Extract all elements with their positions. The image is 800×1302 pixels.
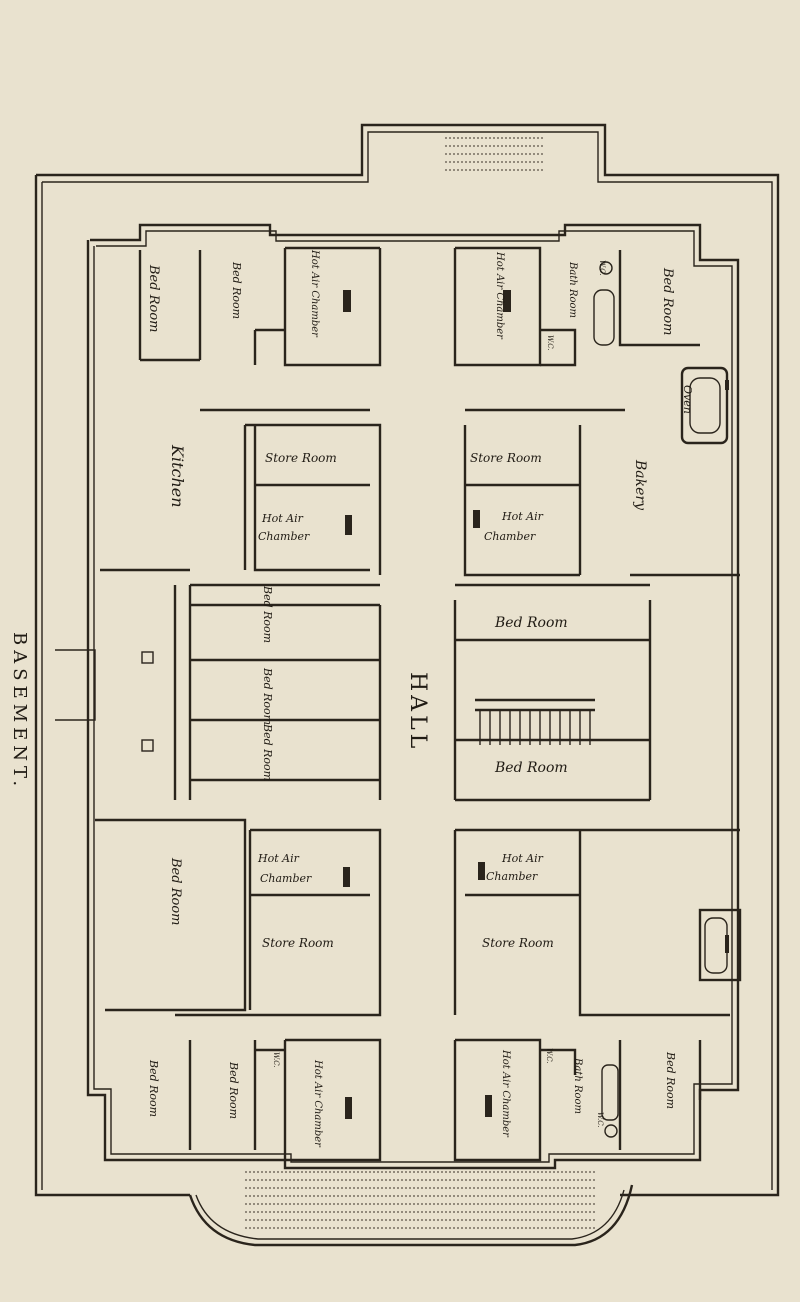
hot-air-chamber-label-bl: Hot Air Chamber [312,1059,323,1148]
hot-air-chamber-label-br: Hot Air Chamber [500,1049,511,1138]
bed-room-label-tr: Bed Room [660,267,675,335]
plan-title: BASEMENT. [9,632,30,791]
bed-room-label-bl2: Bed Room [227,1061,240,1119]
bed-room-label-m3: Bed Room [261,723,274,781]
bed-room-label-tl1: Bed Room [146,264,161,332]
oven-label: Oven [681,385,694,414]
wc-label-br1: W.C. [545,1048,553,1064]
bed-room-label-r2: Bed Room [494,760,568,776]
building-outline [86,223,740,1170]
store-room-label-l1: Store Room [265,451,337,465]
bath-room-label-br: Bath Room [572,1057,583,1114]
hall-label: HALL [405,672,430,752]
store-room-label-r1: Store Room [470,451,542,465]
bed-room-label-br: Bed Room [664,1051,677,1109]
wc-label-bl: W.C. [272,1052,280,1068]
store-room-label-r2: Store Room [482,936,554,950]
bed-room-label-tl2: Bed Room [230,261,243,319]
hot-air-label-r2: Hot Air [501,852,544,865]
bed-room-label-m2: Bed Room [261,667,274,725]
bed-room-label-bl1: Bed Room [147,1059,160,1117]
room-labels: BASEMENT. HALL Bed Room Bed Room Hot Air… [9,249,694,1148]
store-room-label-l2: Store Room [262,936,334,950]
bed-room-label-m1: Bed Room [261,585,274,643]
hot-air-label-l1: Hot Air [261,512,304,525]
hot-air-label-l2: Hot Air [257,852,300,865]
hot-air-chamber-label-tr: Hot Air Chamber [494,251,505,340]
hot-air-label-r1: Hot Air [501,510,544,523]
outer-boundary [34,123,780,1247]
flue-blocks [343,290,729,1119]
wc-label-tr1: W.C. [598,260,606,276]
bakery-label: Bakery [632,459,648,511]
wc-label-br2: W.C. [596,1112,604,1128]
bath-room-label-tr: Bath Room [567,261,578,318]
interior-walls [95,246,742,1162]
bed-room-label-l-low: Bed Room [168,857,183,925]
chamber-label-l2: Chamber [260,872,312,885]
kitchen-label: Kitchen [168,444,187,508]
chamber-label-r2: Chamber [486,870,538,883]
bed-room-label-r1: Bed Room [494,615,568,631]
hot-air-chamber-label-tl: Hot Air Chamber [309,249,320,338]
wc-label-tr2: W.C. [546,335,554,351]
chamber-label-l1: Chamber [258,530,310,543]
chamber-label-r1: Chamber [484,530,536,543]
